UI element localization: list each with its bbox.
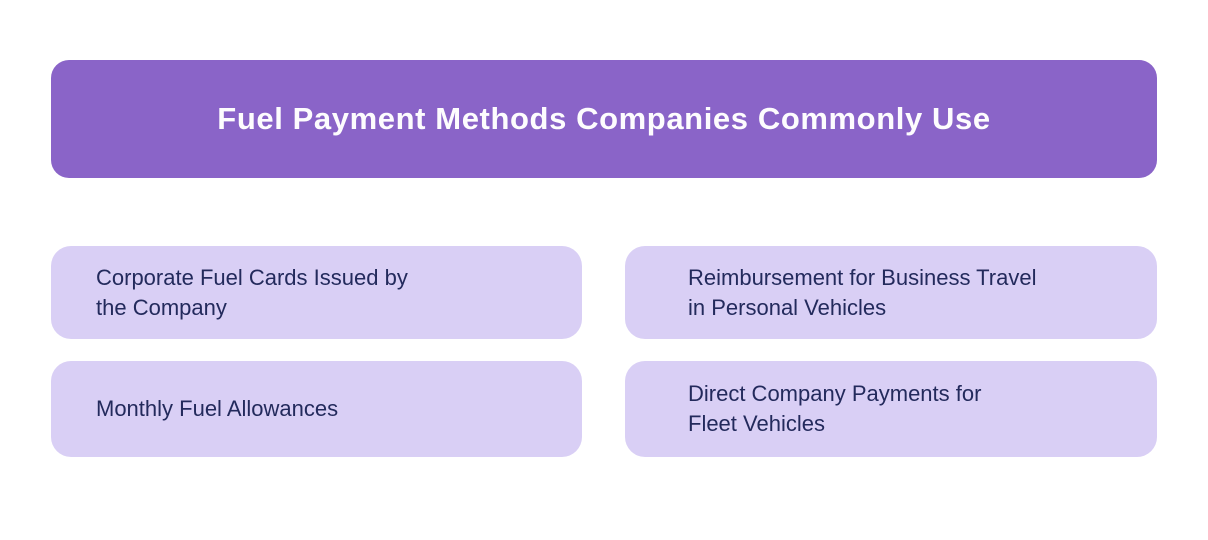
header-banner: Fuel Payment Methods Companies Commonly … xyxy=(51,60,1157,178)
page-title: Fuel Payment Methods Companies Commonly … xyxy=(217,101,991,136)
card-monthly-fuel-allowances-label: Monthly Fuel Allowances xyxy=(96,396,339,421)
card-reimbursement-personal-vehicles-label: Reimbursement for Business Travel in Per… xyxy=(688,264,1037,320)
card-corporate-fuel-cards-label: Corporate Fuel Cards Issued by the Compa… xyxy=(96,264,408,320)
card-direct-company-payments-label: Direct Company Payments for Fleet Vehicl… xyxy=(688,381,982,436)
card-monthly-fuel-allowances: Monthly Fuel Allowances xyxy=(51,361,582,457)
card-corporate-fuel-cards: Corporate Fuel Cards Issued by the Compa… xyxy=(51,246,582,339)
card-reimbursement-personal-vehicles: Reimbursement for Business Travel in Per… xyxy=(625,246,1157,339)
card-direct-company-payments: Direct Company Payments for Fleet Vehicl… xyxy=(625,361,1157,457)
